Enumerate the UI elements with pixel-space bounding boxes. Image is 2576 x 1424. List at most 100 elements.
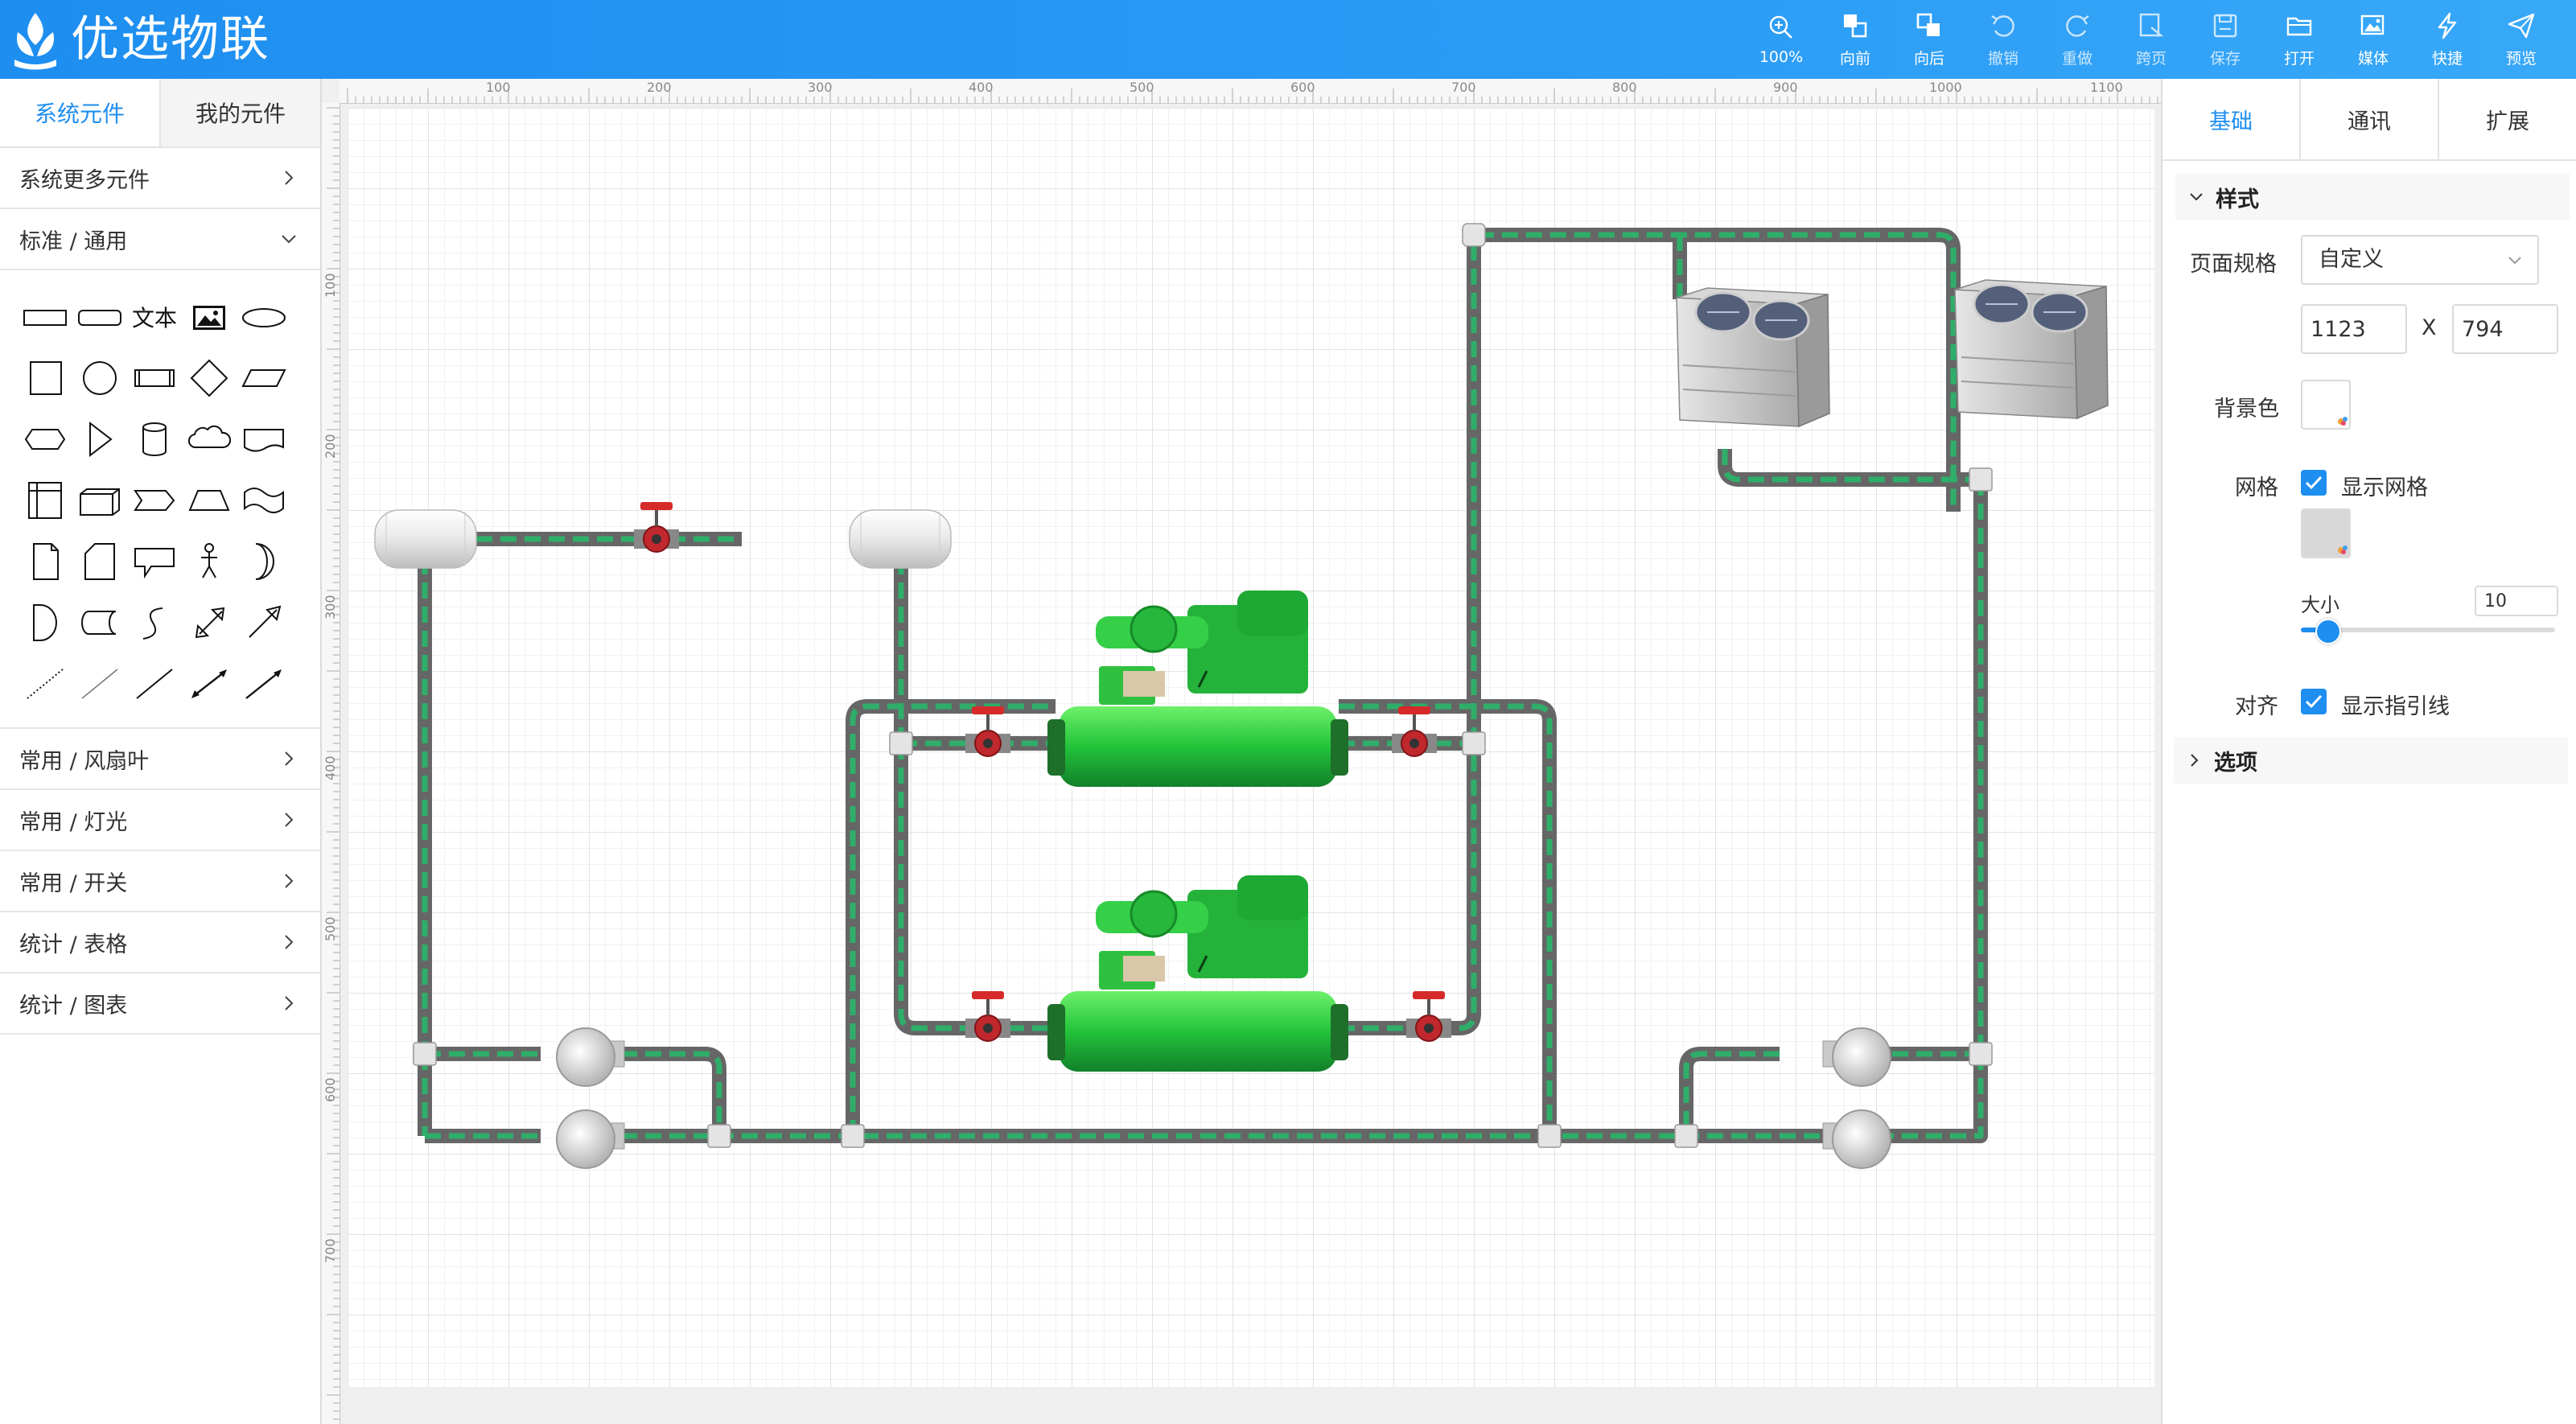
shape-cylinder[interactable] [127,409,182,470]
shape-document[interactable] [237,409,291,470]
water-pump[interactable] [1822,1109,1891,1169]
shape-diamond[interactable] [182,348,237,409]
options-section-header[interactable]: 选项 [2174,737,2568,784]
shape-directed-line[interactable] [237,653,291,714]
save-icon [2213,14,2237,37]
shape-dotted-line[interactable] [18,653,72,714]
slider-fill [2301,628,2327,632]
preview-button[interactable]: 预览 [2484,0,2558,79]
chiller-unit[interactable] [1047,875,1348,1072]
zoom-button[interactable]: 100% [1744,0,1818,79]
water-pump[interactable] [1822,1027,1891,1087]
cross-page-button[interactable]: 跨页 [2114,0,2188,79]
shape-circle[interactable] [72,348,127,409]
ruler-top-label: 300 [808,80,833,95]
pipe-network[interactable] [404,228,1988,1143]
grid-size-slider[interactable] [2301,619,2555,644]
shape-card[interactable] [72,531,127,592]
shape-hexagon[interactable] [18,409,72,470]
page-width-input[interactable] [2301,304,2407,354]
redo-button[interactable]: 重做 [2040,0,2114,79]
grid-color-picker[interactable] [2301,508,2351,558]
tab-basic[interactable]: 基础 [2209,109,2253,134]
shape-line[interactable] [127,653,182,714]
group-lights[interactable]: 常用 / 灯光 [0,790,320,851]
undo-button[interactable]: 撤销 [1966,0,2040,79]
shape-callout[interactable] [127,531,182,592]
document-icon [244,429,284,452]
water-pump[interactable] [556,1109,625,1169]
shape-rounded-rectangle[interactable] [72,286,127,348]
group-switches[interactable]: 常用 / 开关 [0,851,320,912]
group-more-components[interactable]: 系统更多元件 [0,148,320,209]
shape-double-arrow[interactable] [182,592,237,653]
hvac-diagram[interactable] [348,108,2154,1387]
shape-note[interactable] [18,531,72,592]
shape-rectangle[interactable] [18,286,72,348]
callout-icon [134,548,175,579]
shape-stored-data[interactable] [72,592,127,653]
shape-triangle[interactable] [72,409,127,470]
slider-thumb[interactable] [2315,619,2341,644]
shape-cube[interactable] [72,470,127,531]
shape-ellipse[interactable] [237,286,291,348]
shape-actor[interactable] [182,531,237,592]
background-color-picker[interactable] [2301,380,2351,430]
shape-moon[interactable] [237,531,291,592]
shape-internal-storage[interactable] [18,470,72,531]
gate-valve[interactable] [965,706,1010,757]
shape-square[interactable] [18,348,72,409]
shape-arrow[interactable] [237,592,291,653]
quick-label: 快捷 [2431,49,2463,68]
group-standard[interactable]: 标准 / 通用 [0,209,320,270]
shape-delay[interactable] [18,592,72,653]
water-tank[interactable] [374,509,477,569]
page-size-label: 页面规格 [2190,252,2277,277]
show-grid-checkbox[interactable] [2301,470,2327,496]
grid-size-input[interactable] [2475,586,2558,616]
chevron-right-icon [285,874,294,888]
group-charts[interactable]: 统计 / 图表 [0,973,320,1035]
tab-system-components[interactable]: 系统元件 [0,79,159,146]
open-button[interactable]: 打开 [2262,0,2336,79]
shape-text[interactable]: 文本 [127,286,182,348]
drawing-page[interactable] [348,108,2154,1387]
quick-button[interactable]: 快捷 [2410,0,2484,79]
media-button[interactable]: 媒体 [2336,0,2410,79]
gate-valve[interactable] [1392,706,1437,757]
group-tables[interactable]: 统计 / 表格 [0,912,320,973]
gate-valve[interactable] [965,991,1010,1042]
shape-tape[interactable] [237,470,291,531]
shape-cloud[interactable] [182,409,237,470]
shape-curve[interactable] [127,592,182,653]
group-fans[interactable]: 常用 / 风扇叶 [0,729,320,790]
canvas-area[interactable]: 100 200 300 400 500 600 700 800 900 1000… [322,79,2161,1424]
cooling-tower[interactable] [1954,279,2109,420]
water-tank[interactable] [849,509,952,569]
style-section-header[interactable]: 样式 [2175,174,2570,220]
tab-my-components[interactable]: 我的元件 [159,79,320,146]
shape-trapezoid[interactable] [182,470,237,531]
shape-process[interactable] [127,348,182,409]
gate-valve[interactable] [634,502,679,553]
shape-image[interactable] [182,286,237,348]
chiller-unit[interactable] [1047,591,1348,787]
page-size-select[interactable]: 自定义 [2301,235,2539,285]
tab-communication[interactable]: 通讯 [2299,79,2438,159]
page-size-value: 自定义 [2319,247,2384,272]
gate-valve[interactable] [1406,991,1451,1042]
ruler-top-label: 700 [1451,80,1476,95]
shape-parallelogram[interactable] [237,348,291,409]
water-pump[interactable] [556,1027,625,1087]
show-grid-label: 显示网格 [2341,475,2428,500]
cooling-tower[interactable] [1676,287,1830,428]
send-backward-button[interactable]: 向后 [1892,0,1966,79]
bring-forward-button[interactable]: 向前 [1818,0,1892,79]
tab-extension[interactable]: 扩展 [2438,79,2576,159]
shape-bidirectional-line[interactable] [182,653,237,714]
show-guides-checkbox[interactable] [2301,689,2327,714]
save-button[interactable]: 保存 [2188,0,2262,79]
shape-step[interactable] [127,470,182,531]
page-height-input[interactable] [2452,304,2558,354]
shape-dashed-line[interactable] [72,653,127,714]
